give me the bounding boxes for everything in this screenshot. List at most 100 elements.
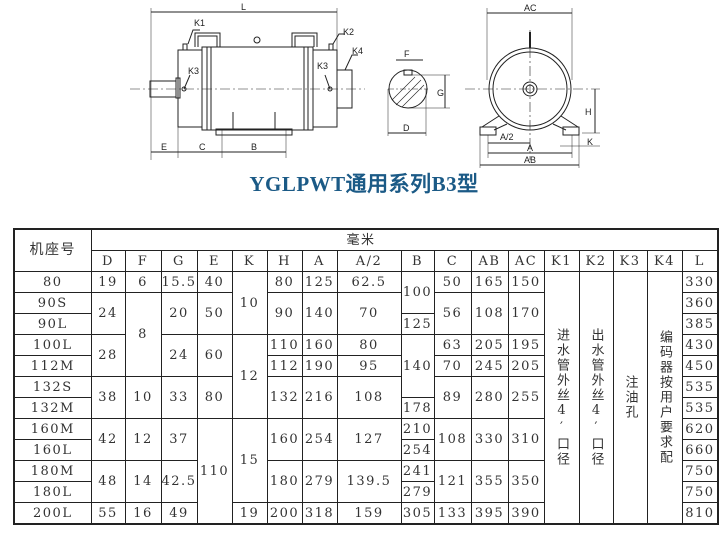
dim-label-C: C xyxy=(199,142,206,152)
cell-a: 216 xyxy=(301,376,338,419)
cell-h: 132 xyxy=(266,376,303,419)
cell-f: 16 xyxy=(124,502,162,525)
column-header: H xyxy=(266,250,303,272)
cell-ab: 330 xyxy=(470,418,509,461)
frame-number: 90L xyxy=(13,313,92,335)
cell-h: 200 xyxy=(266,502,303,525)
cell-l: 750 xyxy=(681,481,719,503)
column-header: L xyxy=(681,250,719,272)
dim-label-K4: K4 xyxy=(352,46,363,56)
frame-number: 200L xyxy=(13,502,92,525)
dim-label-AB: AB xyxy=(524,155,536,165)
cell-a: 140 xyxy=(301,292,338,335)
cell-e: 60 xyxy=(196,334,233,377)
dim-label-H: H xyxy=(585,107,592,117)
cell-g: 20 xyxy=(160,292,198,335)
cell-a-half2: 70 xyxy=(336,292,402,335)
cell-b: 254 xyxy=(400,439,435,461)
cell-ac: 310 xyxy=(507,418,545,461)
column-header: A/2 xyxy=(336,250,402,272)
cell-g: 49 xyxy=(160,502,198,525)
cell-k3: 注油孔 xyxy=(612,271,648,525)
cell-e: 50 xyxy=(196,292,233,335)
cell-l: 385 xyxy=(681,313,719,335)
cell-ac: 350 xyxy=(507,460,545,503)
cell-h: 110 xyxy=(266,334,303,356)
column-header: AB xyxy=(470,250,509,272)
cell-k: 19 xyxy=(231,502,268,525)
cell-ac: 390 xyxy=(507,502,545,525)
frame-number: 160L xyxy=(13,439,92,461)
cell-ac: 170 xyxy=(507,292,545,335)
cell-l: 360 xyxy=(681,292,719,314)
cell-b: 125 xyxy=(400,313,435,335)
cell-l: 450 xyxy=(681,355,719,377)
cell-a-half2: 139.5 xyxy=(336,460,402,503)
cell-ac: 205 xyxy=(507,355,545,377)
cell-l: 620 xyxy=(681,418,719,440)
frame-number: 112M xyxy=(13,355,92,377)
column-header: B xyxy=(400,250,435,272)
frame-number: 80 xyxy=(13,271,92,293)
cell-c: 89 xyxy=(433,376,472,419)
cell-ac: 150 xyxy=(507,271,545,293)
cell-c: 70 xyxy=(433,355,472,377)
cell-e: 40 xyxy=(196,271,233,293)
end-view xyxy=(465,8,600,168)
cell-d: 19 xyxy=(90,271,126,293)
dim-label-K2: K2 xyxy=(343,27,354,37)
cell-b: 100 xyxy=(400,271,435,314)
cell-a: 160 xyxy=(301,334,338,356)
cell-a-half2: 127 xyxy=(336,418,402,461)
frame-number: 132S xyxy=(13,376,92,398)
cell-g: 37 xyxy=(160,418,198,461)
cell-f: 6 xyxy=(124,271,162,293)
cell-l: 810 xyxy=(681,502,719,525)
cell-c: 56 xyxy=(433,292,472,335)
cell-k: 15 xyxy=(231,418,268,503)
cell-k1: 进水管外丝4′口径 xyxy=(543,271,580,525)
dim-label-A-half: A/2 xyxy=(500,132,514,142)
cell-l: 430 xyxy=(681,334,719,356)
cell-b: 241 xyxy=(400,460,435,482)
dim-label-B: B xyxy=(251,142,257,152)
column-header: K4 xyxy=(646,250,683,272)
cell-a-half2: 80 xyxy=(336,334,402,356)
cell-g: 42.5 xyxy=(160,460,198,503)
frame-number: 180L xyxy=(13,481,92,503)
dim-label-K3-left: K3 xyxy=(188,66,199,76)
cell-a-half2: 62.5 xyxy=(336,271,402,293)
cell-d: 55 xyxy=(90,502,126,525)
cell-k4: 编码器按用户要求配 xyxy=(646,271,683,525)
cell-f: 8 xyxy=(124,292,162,377)
cell-h: 90 xyxy=(266,292,303,335)
dim-label-K1: K1 xyxy=(194,18,205,28)
dim-label-A: A xyxy=(527,143,533,153)
cell-h: 180 xyxy=(266,460,303,503)
cell-d: 24 xyxy=(90,292,126,335)
frame-number: 160M xyxy=(13,418,92,440)
cell-a: 279 xyxy=(301,460,338,503)
cell-e: 80 xyxy=(196,376,233,419)
column-header: E xyxy=(196,250,233,272)
column-header: AC xyxy=(507,250,545,272)
cell-a-half2: 108 xyxy=(336,376,402,419)
cell-e: 110 xyxy=(196,418,233,525)
cell-c: 108 xyxy=(433,418,472,461)
table-row: 90L 125 385 xyxy=(13,313,719,335)
cell-ab: 165 xyxy=(470,271,509,293)
cell-c: 50 xyxy=(433,271,472,293)
motor-dimension-drawing: L K1 K2 K4 K3 K3 E C B F G D AC H A/2 A … xyxy=(130,2,600,168)
cell-b: 140 xyxy=(400,334,435,398)
cell-b: 210 xyxy=(400,418,435,440)
column-header: K2 xyxy=(578,250,614,272)
column-header: K xyxy=(231,250,268,272)
cell-b: 178 xyxy=(400,397,435,419)
cell-f: 14 xyxy=(124,460,162,503)
column-header: D xyxy=(90,250,126,272)
cell-c: 63 xyxy=(433,334,472,356)
